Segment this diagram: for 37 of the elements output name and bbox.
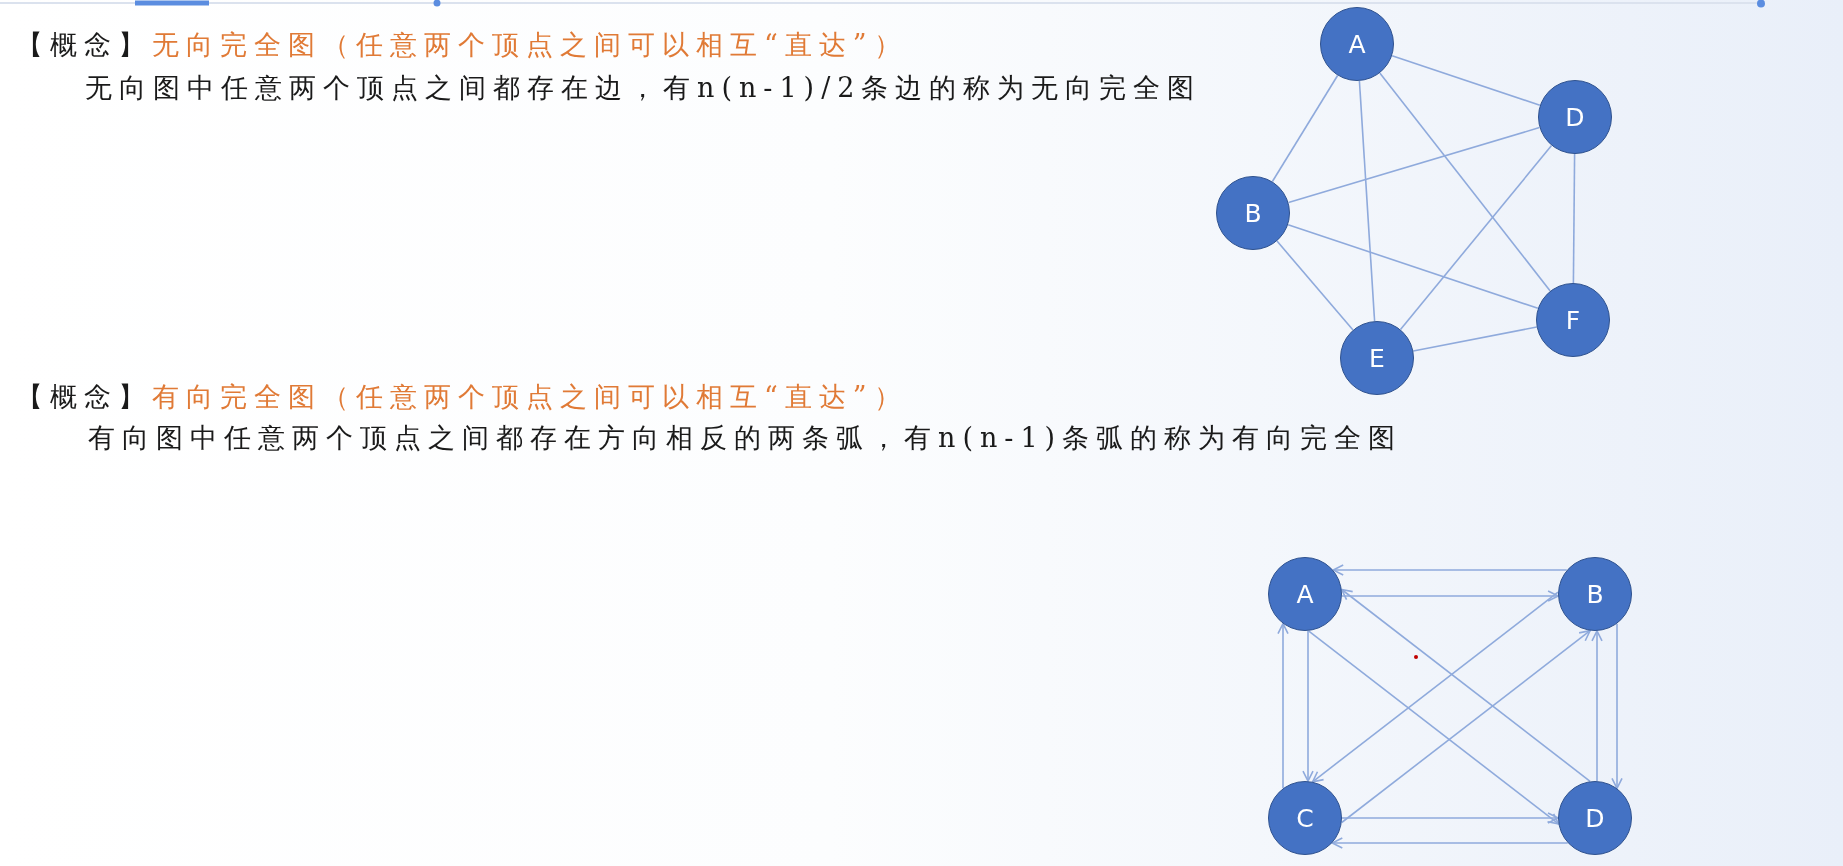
edge-line — [1287, 126, 1541, 204]
concept-tag: 【概念】 — [16, 380, 152, 414]
arrow — [1340, 588, 1591, 783]
vertex-label: E — [1369, 345, 1385, 371]
edge-line — [1271, 74, 1339, 183]
vertex-label: A — [1348, 31, 1366, 57]
edge-line — [1412, 326, 1538, 352]
edge-line — [1276, 240, 1354, 331]
vertex-label: B — [1244, 200, 1262, 226]
vertex-label: C — [1296, 805, 1314, 831]
edge-line — [1287, 223, 1539, 310]
concept-heading: 有向完全图（任意两个顶点之间可以相互“直达”） — [152, 380, 908, 414]
arrow — [1341, 812, 1559, 824]
arrow — [1332, 564, 1568, 576]
vertex-label: A — [1296, 581, 1314, 607]
arrow — [1277, 622, 1289, 790]
definition-text: 有向图中任意两个顶点之间都存在方向相反的两条弧，有n(n-1)条弧的称为有向完全图 — [88, 421, 1403, 455]
arrow — [1611, 622, 1623, 790]
vertex-label: D — [1585, 805, 1605, 831]
arrow — [1307, 630, 1560, 825]
edge-line — [1391, 54, 1541, 107]
edge-line — [1572, 153, 1576, 284]
vertex-label: D — [1565, 104, 1585, 130]
concept-tag: 【概念】 — [16, 28, 152, 62]
edge-line — [1399, 144, 1553, 331]
arrow — [1311, 591, 1559, 783]
arrow — [1302, 630, 1314, 782]
edge-line — [1358, 80, 1376, 322]
definition-text: 无向图中任意两个顶点之间都存在边，有n(n-1)/2条边的称为无向完全图 — [85, 71, 1202, 105]
concept-heading: 无向完全图（任意两个顶点之间可以相互“直达”） — [152, 28, 908, 62]
arrow — [1591, 630, 1603, 782]
vertex-label: B — [1586, 581, 1604, 607]
arrow — [1331, 837, 1569, 849]
vertex-label: F — [1565, 307, 1581, 333]
arrow — [1341, 590, 1559, 602]
edge-line — [1379, 72, 1551, 292]
arrow — [1340, 629, 1591, 824]
